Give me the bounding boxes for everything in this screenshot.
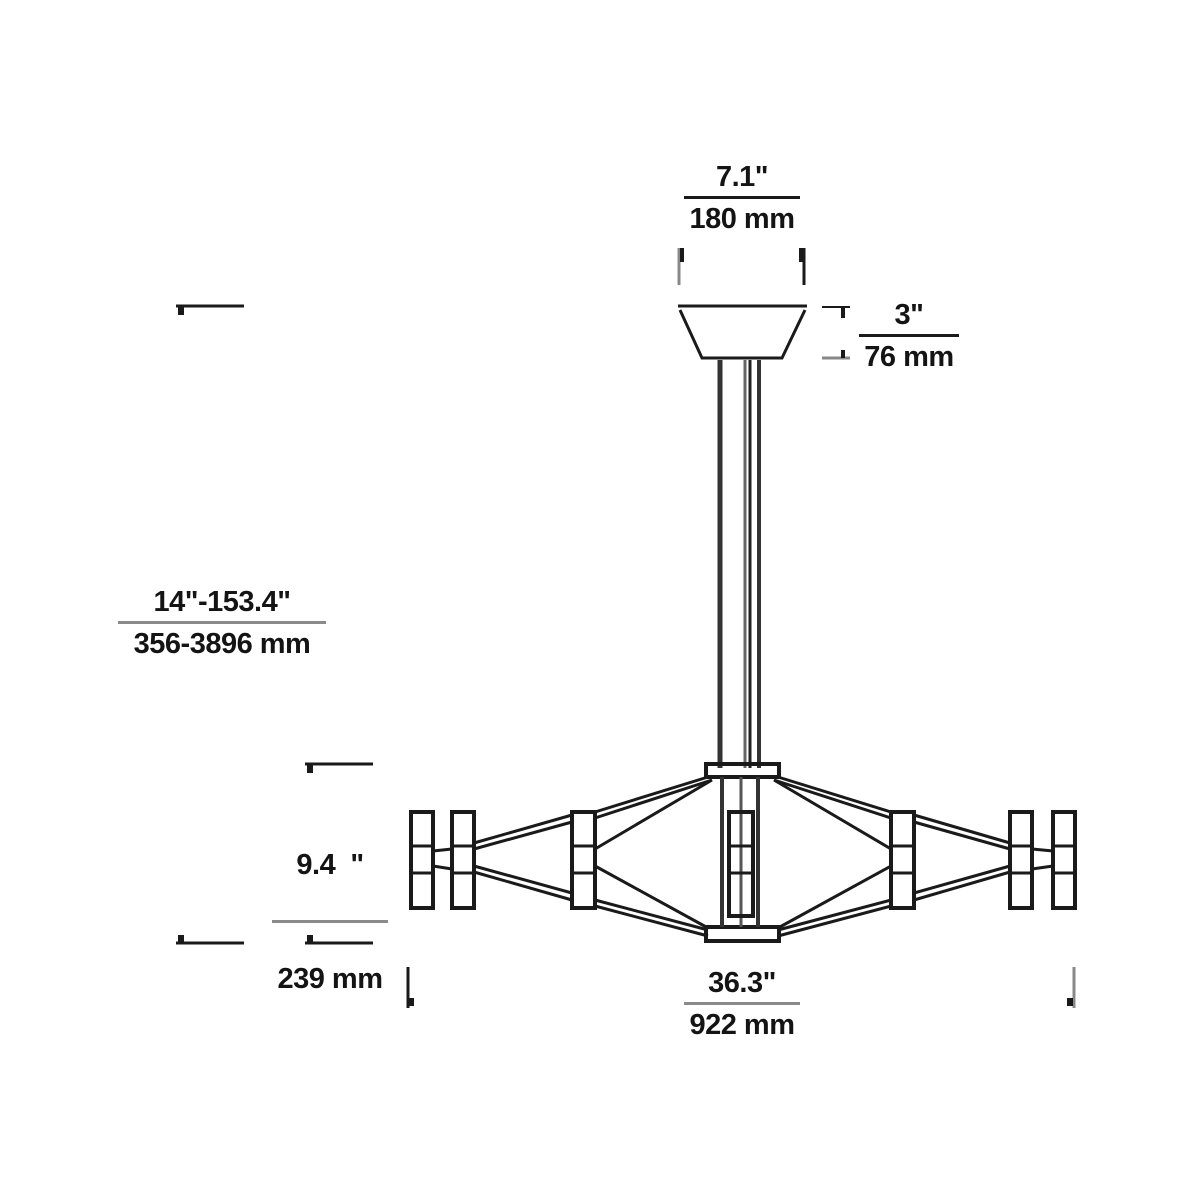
fixture-height-metric: 239 mm xyxy=(277,963,383,995)
light-module-mid-left xyxy=(570,810,597,910)
canopy xyxy=(678,304,807,360)
light-module-far-left-outer xyxy=(409,810,435,910)
canopy-height-imperial: 3" xyxy=(894,299,924,331)
connector-arms xyxy=(432,775,1054,938)
fixture-width-metric: 922 mm xyxy=(689,1009,795,1041)
fixture-width-imperial: 36.3" xyxy=(708,967,776,999)
canopy-height-label: 3" 76 mm xyxy=(859,298,959,374)
overall-height-imperial: 14"-153.4" xyxy=(153,586,291,618)
canopy-height-divider xyxy=(859,334,959,337)
canopy-height-marks xyxy=(822,306,850,360)
stem-rods xyxy=(717,360,761,768)
fixture-height-label: 9.4 " 239 mm xyxy=(272,812,388,1014)
light-module-far-right-outer xyxy=(1051,810,1077,910)
fixture-width-divider xyxy=(684,1002,800,1005)
light-module-mid-right xyxy=(889,810,916,910)
fixture-height-divider xyxy=(272,920,388,923)
canopy-width-marks xyxy=(677,248,806,285)
light-modules xyxy=(409,810,1077,910)
overall-height-marks xyxy=(176,304,244,945)
fixture-width-marks xyxy=(406,967,1076,1008)
light-module-far-left-inner xyxy=(450,810,476,910)
overall-height-divider xyxy=(118,621,326,624)
overall-height-metric: 356-3896 mm xyxy=(133,628,311,660)
canopy-width-label: 7.1" 180 mm xyxy=(684,160,800,236)
fixture-width-label: 36.3" 922 mm xyxy=(684,966,800,1042)
fixture-height-marks xyxy=(305,762,373,945)
light-module-far-right-inner xyxy=(1008,810,1034,910)
fixture-height-imperial: 9.4 " xyxy=(296,849,364,881)
canopy-width-metric: 180 mm xyxy=(689,203,795,235)
canopy-height-metric: 76 mm xyxy=(864,341,954,373)
canopy-width-imperial: 7.1" xyxy=(715,161,769,193)
overall-height-label: 14"-153.4" 356-3896 mm xyxy=(118,585,326,661)
hub xyxy=(704,762,781,943)
canopy-width-divider xyxy=(684,196,800,199)
